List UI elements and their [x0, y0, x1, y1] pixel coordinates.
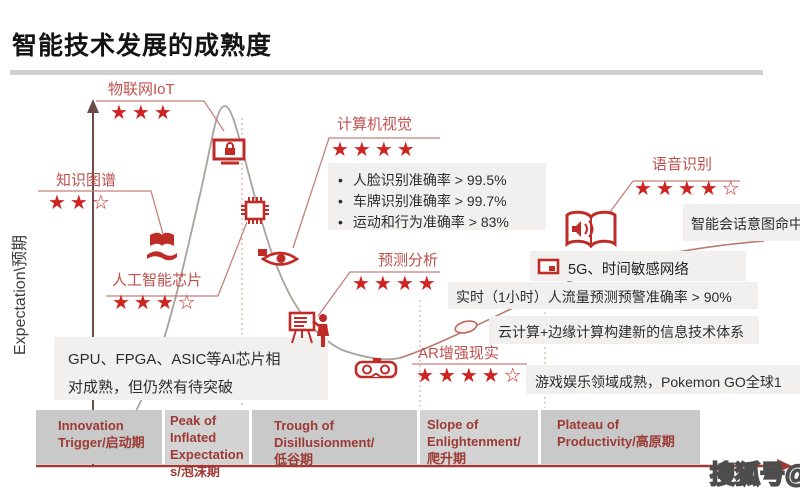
tech-label-knowledge-graph: 知识图谱 — [56, 172, 117, 189]
five-g-label: 5G、时间敏感网络 — [568, 262, 689, 278]
rating-speech: ★★★★☆ — [634, 179, 744, 199]
computer-vision-metrics-box: 人脸识别准确率 > 99.5% 车牌识别准确率 > 99.7% 运动和行为准确率… — [328, 163, 546, 230]
tech-label-ai-chip: 人工智能芯片 — [112, 272, 203, 289]
stars-filled: ★★★★ — [634, 178, 722, 200]
gpu-note-line: GPU、FPGA、ASIC等AI芯片相 — [68, 351, 281, 368]
eye-icon — [258, 249, 300, 266]
cv-bullet: 运动和行为准确率 > 83% — [338, 212, 542, 233]
rating-iot: ★★★ — [110, 103, 176, 123]
tech-label-computer-vision: 计算机视觉 — [337, 116, 413, 133]
stars-filled: ★★ — [48, 192, 92, 214]
cv-bullet: 人脸识别准确率 > 99.5% — [338, 170, 542, 191]
ellipse-node-icon — [454, 320, 478, 334]
speech-intent-box: 智能会话意图命中 — [683, 204, 800, 241]
x-axis-arrow-icon — [777, 459, 792, 473]
display-icon — [537, 258, 560, 275]
rating-ai-chip: ★★★☆ — [112, 293, 200, 313]
rating-computer-vision: ★★★★ — [331, 140, 419, 160]
audiobook-speaker-icon — [565, 210, 617, 249]
rating-ar: ★★★★☆ — [416, 366, 526, 386]
tech-label-predictive-analytics: 预测分析 — [378, 252, 439, 269]
cv-bullet: 车牌识别准确率 > 99.7% — [338, 191, 542, 212]
stars-empty: ☆ — [721, 178, 744, 200]
phase-label: Slope of Enlightenment/爬升期 — [427, 417, 521, 467]
page-title: 智能技术发展的成熟度 — [12, 32, 273, 60]
monitor-lock-icon — [212, 138, 246, 165]
stars-filled: ★★★★ — [331, 139, 419, 161]
game-ar-note-box: 游戏娱乐领域成熟，Pokemon GO全球1 — [526, 365, 800, 394]
watermark: 搜狐号@ — [709, 460, 800, 490]
gpu-note-line: 对成熟，但仍然有待突破 — [68, 378, 234, 396]
y-axis-arrow-icon — [87, 99, 99, 113]
phase-slope: Slope of Enlightenment/爬升期 — [420, 410, 538, 467]
vr-goggles-icon — [354, 358, 398, 379]
connector-predictive-analytics — [317, 271, 440, 317]
connector-computer-vision — [292, 137, 440, 249]
connector-ai-chip — [106, 221, 248, 297]
stars-empty: ☆ — [503, 365, 526, 387]
y-axis-label: Expectation\预期 — [12, 234, 29, 355]
phase-label: Trough of Disillusionment/低谷期 — [274, 418, 375, 468]
realtime-prediction-box: 实时（1小时）人流量预测预警准确率 > 90% — [448, 282, 758, 309]
five-g-box — [530, 251, 746, 281]
presenter-board-icon — [288, 311, 329, 347]
book-hand-icon — [147, 232, 177, 261]
connector-speech — [600, 180, 740, 225]
stars-filled: ★★★ — [112, 292, 178, 314]
tech-label-iot: 物联网IoT — [108, 81, 175, 98]
stars-empty: ☆ — [91, 192, 114, 214]
rating-predictive-analytics: ★★★★ — [352, 274, 440, 294]
connector-iot — [96, 100, 225, 132]
phase-label: Peak of Inflated Expectations/泡沫期 — [170, 413, 244, 480]
phase-label: Plateau of Productivity/高原期 — [557, 417, 675, 450]
tech-label-speech: 语音识别 — [652, 156, 713, 173]
phase-label: Innovation Trigger/启动期 — [58, 418, 145, 451]
stars-filled: ★★★★ — [352, 273, 440, 295]
tech-label-ar: AR增强现实 — [418, 345, 499, 362]
phase-innovation-trigger: Innovation Trigger/启动期 — [36, 410, 162, 464]
phase-peak: Peak of Inflated Expectations/泡沫期 — [165, 410, 249, 479]
stars-filled: ★★★★ — [416, 365, 504, 387]
cloud-edge-box: 云计算+边缘计算构建新的信息技术体系 — [489, 316, 759, 344]
title-underline — [10, 70, 763, 75]
hype-curve-left — [97, 105, 401, 453]
connector-knowledge-graph — [38, 190, 164, 235]
phase-trough: Trough of Disillusionment/低谷期 — [252, 410, 417, 467]
chip-icon — [241, 197, 269, 224]
rating-knowledge-graph: ★★☆ — [48, 193, 114, 213]
stars-filled: ★★★ — [110, 102, 176, 124]
phase-plateau: Plateau of Productivity/高原期 — [541, 410, 700, 464]
ai-chip-note-box: GPU、FPGA、ASIC等AI芯片相 对成熟，但仍然有待突破 — [54, 337, 328, 400]
stars-empty: ☆ — [177, 292, 200, 314]
